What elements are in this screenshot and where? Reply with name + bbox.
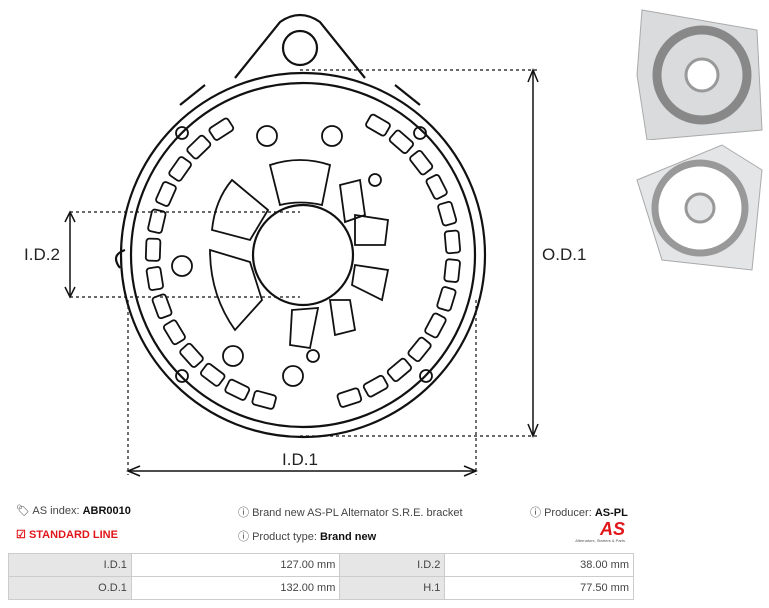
as-pl-logo: AS Alternators, Starters & Parts [575, 519, 625, 543]
product-photo-front[interactable] [632, 5, 767, 140]
bracket-slot [365, 113, 391, 137]
id1-label: I.D.1 [282, 450, 318, 469]
bracket-slot [443, 229, 462, 255]
bracket-slot [145, 266, 164, 291]
bracket-slot [436, 286, 457, 312]
bracket-slot [208, 117, 235, 141]
spec-value: 38.00 mm [444, 553, 634, 577]
bracket-slot [168, 156, 192, 182]
specs-table: I.D.1 127.00 mm I.D.2 38.00 mm O.D.1 132… [8, 553, 634, 600]
bracket-slot [443, 258, 461, 283]
bracket-slot [409, 149, 434, 176]
bracket-slot [155, 181, 177, 207]
bracket-slot [224, 378, 251, 401]
as-index: 🏷 AS index: ABR0010 [16, 505, 131, 517]
description: ⓘ Brand new AS-PL Alternator S.R.E. brac… [238, 507, 463, 519]
bracket-slot [151, 293, 173, 320]
bracket-slot [424, 312, 447, 339]
bracket-slot [362, 374, 389, 398]
producer: ⓘ Producer: AS-PL [530, 507, 628, 519]
bracket-slot [186, 134, 212, 160]
bracket-slot [144, 237, 162, 262]
bracket-slot [179, 342, 204, 368]
spec-value: 132.00 mm [130, 576, 341, 600]
bracket-slot [162, 319, 186, 346]
spec-key: O.D.1 [8, 576, 132, 600]
bracket-slot [388, 129, 414, 154]
info-icon: ⓘ [238, 531, 249, 543]
table-row: I.D.1 127.00 mm I.D.2 38.00 mm [8, 553, 634, 577]
bracket-slot [200, 362, 226, 387]
spec-value: 77.50 mm [444, 576, 634, 600]
bracket-slot [386, 357, 413, 383]
product-photo-back[interactable] [632, 140, 767, 275]
id2-label: I.D.2 [24, 245, 60, 264]
bracket-slot [425, 174, 448, 200]
tag-icon: 🏷 [16, 505, 30, 517]
spec-key: H.1 [339, 576, 446, 600]
spec-key: I.D.2 [339, 553, 446, 577]
od1-label: O.D.1 [542, 245, 587, 264]
checkbox-icon: ☑ [16, 529, 26, 541]
info-icon: ⓘ [238, 507, 249, 519]
bracket-slot [251, 390, 277, 410]
bracket-slot [407, 336, 432, 363]
bracket-slot [336, 387, 363, 408]
bracket-slot [437, 200, 458, 227]
info-icon: ⓘ [530, 507, 541, 519]
table-row: O.D.1 132.00 mm H.1 77.50 mm [8, 576, 634, 600]
spec-key: I.D.1 [8, 553, 132, 577]
technical-drawing [64, 13, 540, 477]
bracket-slot [147, 208, 167, 234]
standard-line-badge: ☑ STANDARD LINE [16, 529, 118, 541]
product-type: ⓘ Product type: Brand new [238, 531, 377, 543]
spec-value: 127.00 mm [130, 553, 341, 577]
